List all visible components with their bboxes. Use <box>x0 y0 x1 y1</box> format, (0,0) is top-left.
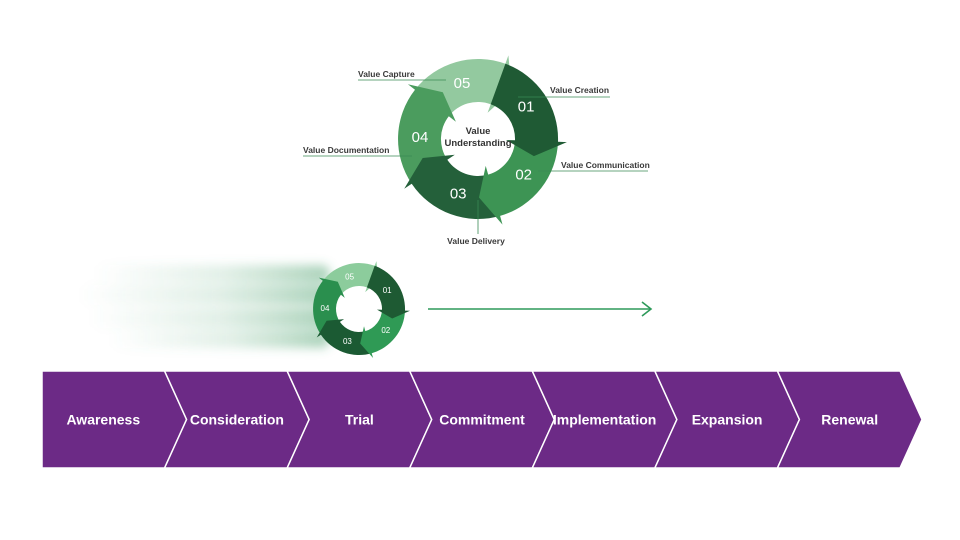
small-value-cycle: 01 02 03 04 05 <box>313 261 410 358</box>
stage-label-trial: Trial <box>345 412 374 428</box>
cycle-number-01: 01 <box>518 99 535 116</box>
cycle-number-02: 02 <box>515 167 532 184</box>
cycle-label-02: Value Communication <box>561 160 650 170</box>
small-cycle-number-03: 03 <box>343 337 352 346</box>
stage-label-implementation: Implementation <box>553 412 656 428</box>
cycle-label-01: Value Creation <box>550 85 609 95</box>
cycle-center-label-2: Understanding <box>444 138 511 149</box>
progress-arrow <box>428 301 653 317</box>
small-cycle-segment-03 <box>316 319 372 355</box>
small-cycle-number-01: 01 <box>383 286 392 295</box>
stage-chevron-renewal <box>776 370 923 469</box>
small-cycle-segment-01 <box>366 265 410 319</box>
cycle-label-05: Value Capture <box>358 69 415 79</box>
cycle-number-05: 05 <box>454 75 471 92</box>
stage-label-consideration: Consideration <box>190 412 284 428</box>
stage-label-awareness: Awareness <box>66 412 140 428</box>
stage-label-commitment: Commitment <box>439 412 525 428</box>
cycle-segment-02 <box>479 140 558 225</box>
motion-blur-trail <box>80 265 330 348</box>
cycle-number-03: 03 <box>450 186 467 203</box>
cycle-segment-03 <box>404 154 501 219</box>
cycle-center-label: Value <box>466 126 491 137</box>
cycle-number-04: 04 <box>412 129 429 146</box>
small-cycle-number-04: 04 <box>321 304 330 313</box>
stage-label-expansion: Expansion <box>692 412 763 428</box>
cycle-label-04: Value Documentation <box>303 145 389 155</box>
small-cycle-number-05: 05 <box>345 272 354 281</box>
cycle-segment-01 <box>490 63 567 157</box>
customer-journey-stages: Awareness Consideration Trial Commitment Imp… <box>41 370 923 469</box>
cycle-label-03: Value Delivery <box>447 236 505 246</box>
small-cycle-number-02: 02 <box>381 326 390 335</box>
small-cycle-segment-02 <box>360 309 405 358</box>
stage-label-renewal: Renewal <box>821 412 878 428</box>
